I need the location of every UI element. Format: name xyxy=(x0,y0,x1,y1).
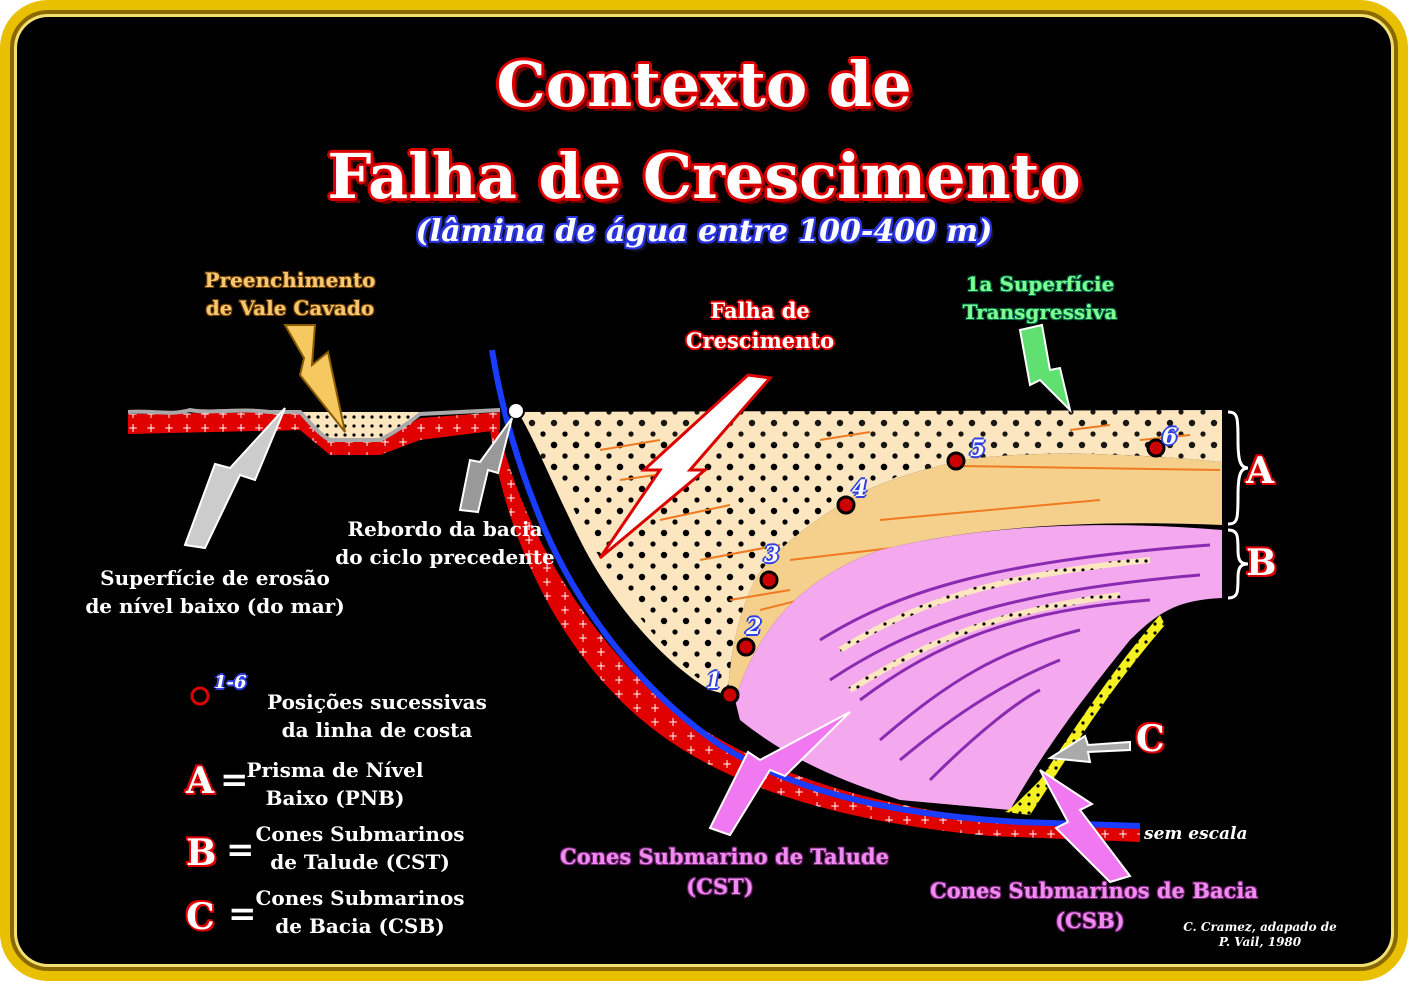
shoreline-number-4: 4 xyxy=(852,476,868,502)
legend-letter-b: B xyxy=(186,832,217,874)
title-line-1: Contexto de xyxy=(496,48,912,121)
arrow-c xyxy=(1046,734,1131,764)
legend-marker-label: 1-6 xyxy=(214,672,247,693)
bracket-a xyxy=(1227,410,1249,526)
label-sem-escala: sem escala xyxy=(1144,824,1248,844)
shoreline-marker-4 xyxy=(836,495,856,515)
arrow-erosao xyxy=(183,407,286,550)
arrow-preenchimento xyxy=(283,324,346,433)
subtitle: (lâmina de água entre 100-400 m) xyxy=(415,214,993,249)
arrow-cst xyxy=(708,711,851,837)
arrow-falha xyxy=(598,373,773,560)
shoreline-marker-1 xyxy=(720,685,740,705)
arrow-csb xyxy=(1039,769,1132,884)
legend-eq-c: = xyxy=(228,894,257,934)
legend-eq-a: = xyxy=(220,760,249,800)
legend-shoreline-marker xyxy=(190,686,210,706)
legend-letter-c: C xyxy=(186,896,215,938)
arrow-transgressiva xyxy=(1018,323,1072,414)
bracket-letter-a: A xyxy=(1246,450,1274,492)
shoreline-marker-3 xyxy=(759,570,779,590)
basin-rim-point xyxy=(507,402,525,420)
arrow-rebordo xyxy=(458,417,513,514)
shoreline-marker-5 xyxy=(946,451,966,471)
shoreline-marker-2 xyxy=(736,637,756,657)
shoreline-number-1: 1 xyxy=(706,668,722,694)
shoreline-number-5: 5 xyxy=(970,436,986,462)
shoreline-number-3: 3 xyxy=(764,542,780,568)
prism-lower-sand xyxy=(728,453,1222,700)
legend-letter-a: A xyxy=(186,760,214,802)
bracket-letter-c: C xyxy=(1136,718,1165,760)
bracket-letter-b: B xyxy=(1246,542,1277,584)
label-cones-talude: Cones Submarino de Talude(CST) xyxy=(560,844,889,899)
shoreline-marker-6 xyxy=(1146,438,1166,458)
shoreline-number-6: 6 xyxy=(1162,424,1178,450)
legend-eq-b: = xyxy=(226,830,255,870)
shoreline-number-2: 2 xyxy=(746,614,762,640)
title-line-2: Falha de Crescimento xyxy=(327,140,1081,213)
growth-fault-line xyxy=(489,349,1141,829)
erosion-surface-line xyxy=(127,407,501,442)
bracket-b xyxy=(1227,528,1249,600)
label-cones-bacia: Cones Submarinos de Bacia(CSB) xyxy=(930,878,1258,933)
